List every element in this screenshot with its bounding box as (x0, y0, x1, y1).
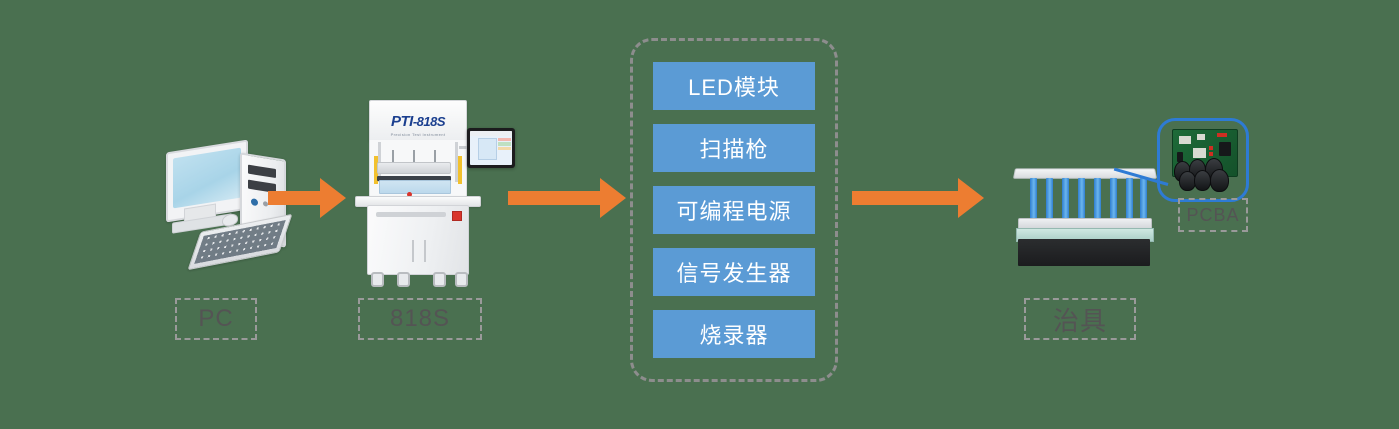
caption-fixture: 治具 (1024, 298, 1136, 340)
pcb-component (1209, 152, 1213, 156)
safety-guard (458, 156, 462, 184)
cabinet-door-seam (424, 240, 426, 262)
module-label: 信号发生器 (676, 261, 792, 286)
machine-monitor-screen (470, 131, 512, 165)
tower-power-led (251, 198, 258, 207)
module-item-signal-generator[interactable]: 信号发生器 (653, 248, 815, 296)
monitor-screen (173, 147, 241, 209)
module-group-panel: LED模块 扫描枪 可编程电源 信号发生器 烧录器 (630, 38, 838, 382)
pcb-component (1179, 136, 1191, 144)
fixture-probe-post (1062, 178, 1069, 220)
safety-guard (374, 156, 378, 184)
machine-header-panel: PTI-818S Precision Test Instrument (369, 100, 467, 142)
caster-wheel (371, 272, 384, 287)
pti-logo: PTI-818S (390, 112, 446, 130)
fixture-probe-post (1110, 178, 1117, 220)
module-label: LED模块 (688, 75, 780, 100)
arrow-shaft (852, 191, 960, 205)
fixture-probe-post (1046, 178, 1053, 220)
caster-wheel (455, 272, 468, 287)
caption-pc-label: PC (198, 305, 234, 332)
software-canvas (477, 137, 498, 161)
module-item-led[interactable]: LED模块 (653, 62, 815, 110)
pcb-component (1197, 134, 1205, 140)
caption-fixture-label: 治具 (1052, 305, 1107, 336)
monitor-arm (459, 146, 469, 149)
software-toolbar (470, 131, 512, 136)
machine-cabinet (367, 205, 469, 275)
fixture-probe-post (1030, 178, 1037, 220)
pcb-capacitor (1210, 169, 1229, 192)
fixture-probe-post (1126, 178, 1133, 220)
caption-818s: 818S (358, 298, 482, 340)
arrow-head (958, 178, 984, 218)
pcb-connector (1217, 133, 1227, 137)
pcb-capacitor (1194, 170, 1211, 191)
arrow-pc-to-tester (268, 178, 346, 218)
module-item-scanner[interactable]: 扫描枪 (653, 124, 815, 172)
module-label: 扫描枪 (699, 137, 769, 162)
fixture-base (1018, 239, 1150, 266)
arrow-head (320, 178, 346, 218)
press-head-rail (377, 162, 451, 174)
module-label: 可编程电源 (676, 199, 792, 224)
caster-wheel (433, 272, 446, 287)
machine-test-frame (369, 140, 467, 197)
pti-logo-suffix: -818S (412, 113, 446, 129)
probe-pin (434, 150, 436, 162)
caption-818s-label: 818S (389, 305, 451, 332)
tester-818s-illustration: PTI-818S Precision Test Instrument (355, 100, 515, 290)
pcb-ic-chip (1219, 142, 1231, 156)
tower-drive-bay (248, 164, 276, 179)
fixture-illustration (1008, 160, 1168, 266)
machine-monitor-icon (467, 128, 515, 168)
software-status-row (497, 146, 512, 151)
caster-wheel (397, 272, 410, 287)
cabinet-vent-slot (376, 212, 446, 217)
pcba-callout-bubble (1113, 118, 1249, 202)
power-switch[interactable] (452, 211, 462, 221)
probe-pin (392, 150, 394, 162)
pcb-component (1193, 148, 1206, 158)
arrow-tester-to-modules (508, 178, 626, 218)
emergency-stop-button[interactable] (407, 192, 412, 197)
caption-pc: PC (175, 298, 257, 340)
module-item-programmer[interactable]: 烧录器 (653, 310, 815, 358)
fixture-probe-post (1094, 178, 1101, 220)
software-status-row (497, 142, 512, 146)
pti-logo-text: PTI (390, 112, 413, 130)
software-status-row (497, 137, 512, 142)
arrow-shaft (508, 191, 602, 205)
cabinet-door-seam (412, 240, 414, 262)
fixture-probe-post (1078, 178, 1085, 220)
module-item-programmable-power[interactable]: 可编程电源 (653, 186, 815, 234)
frame-post (455, 142, 458, 182)
arrow-head (600, 178, 626, 218)
fixture-clamp-bar (377, 176, 451, 181)
machine-test-tray (379, 180, 451, 194)
probe-pin (413, 150, 415, 162)
arrow-modules-to-fixture (852, 178, 984, 218)
caption-pcba: PCBA (1178, 198, 1248, 232)
arrow-shaft (268, 191, 322, 205)
module-label: 烧录器 (699, 323, 769, 348)
pcb-component (1177, 152, 1183, 162)
pti-logo-tagline: Precision Test Instrument (390, 132, 446, 137)
pcb-component (1209, 146, 1213, 150)
caption-pcba-label: PCBA (1186, 204, 1240, 225)
fixture-probe-post (1140, 178, 1147, 220)
